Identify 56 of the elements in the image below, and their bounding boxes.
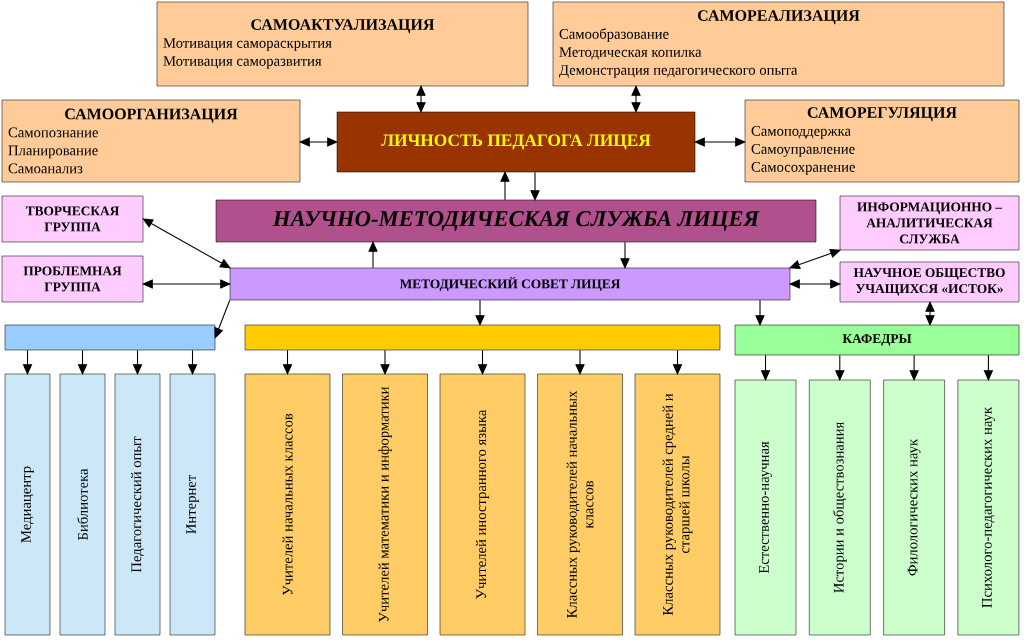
arrow	[142, 218, 231, 269]
arrow	[983, 354, 993, 381]
arrow	[755, 299, 765, 326]
arrow	[299, 137, 338, 147]
band-box	[244, 324, 721, 351]
arrow	[672, 349, 683, 375]
column-box: Классных руководителей начальных классов	[537, 373, 623, 636]
column-box: Естественно-научная	[734, 379, 797, 636]
arrow	[142, 279, 231, 289]
quality-box: САМОРЕАЛИЗАЦИЯ Самообразование Методическая копилка Демонстрация педагогического опыта	[552, 1, 1005, 87]
quality-box: САМОРЕГУЛЯЦИЯ Самоподдержка Самоуправление Самосохранение	[744, 99, 1020, 183]
column-box: Библиотека	[59, 373, 106, 636]
quality-box: САМООРГАНИЗАЦИЯ Самопознание Планирование Самоанализ	[1, 99, 301, 183]
column-box: Психолого-педагогических наук	[957, 379, 1020, 636]
unit-box: ТВОРЧЕСКАЯ ГРУППА	[1, 195, 144, 243]
arrow	[789, 249, 841, 269]
unit-box: ПРОБЛЕМНАЯ ГРУППА	[1, 255, 144, 303]
arrow	[214, 299, 231, 339]
arrow	[789, 279, 841, 289]
arrow	[187, 349, 198, 375]
unit-box: ИНФОРМАЦИОННО – АНАЛИТИЧЕСКАЯ СЛУЖБА	[839, 195, 1020, 251]
arrow	[416, 85, 426, 113]
arrow	[368, 241, 378, 269]
column-box: Учителей иностранного языка	[439, 373, 526, 636]
column-box: Классных руководителей средней и старшей школы	[634, 373, 721, 636]
arrow	[620, 241, 630, 269]
column-box: Учителей математики и информатики	[342, 373, 428, 636]
quality-box: САМОАКТУАЛИЗАЦИЯ Мотивация самораскрытия Мотивация саморазвития	[156, 1, 529, 87]
column-box: Филологических наук	[883, 379, 945, 636]
arrow	[631, 85, 641, 113]
arrow	[760, 354, 771, 381]
arrow	[77, 349, 88, 375]
unit-box: НАУЧНОЕ ОБЩЕСТВО УЧАЩИХСЯ «ИСТОК»	[839, 261, 1020, 303]
arrow	[282, 349, 293, 375]
unit-box: МЕТОДИЧЕСКИЙ СОВЕТ ЛИЦЕЯ	[229, 267, 791, 301]
arrow	[925, 301, 935, 326]
arrow	[477, 349, 488, 375]
column-box: Интернет	[169, 373, 216, 636]
arrow	[909, 354, 919, 381]
column-box: Истории и обществознания	[809, 379, 871, 636]
unit-box: КАФЕДРЫ	[734, 324, 1020, 356]
arrow	[530, 171, 540, 201]
arrow	[475, 299, 485, 326]
column-box: Медиацентр	[4, 373, 51, 636]
arrow	[132, 349, 143, 375]
arrow	[575, 349, 585, 375]
band-box	[4, 324, 216, 351]
arrow	[835, 354, 845, 381]
column-box: Учителей начальных классов	[244, 373, 331, 636]
personality-box: ЛИЧНОСТЬ ПЕДАГОГА ЛИЦЕЯ	[336, 111, 696, 173]
column-box: Педагогический опыт	[114, 373, 161, 636]
arrow	[694, 137, 746, 147]
service-box: НАУЧНО-МЕТОДИЧЕСКАЯ СЛУЖБА ЛИЦЕЯ	[215, 199, 817, 243]
arrow	[380, 349, 390, 375]
arrow	[500, 171, 510, 201]
arrow	[22, 349, 33, 375]
